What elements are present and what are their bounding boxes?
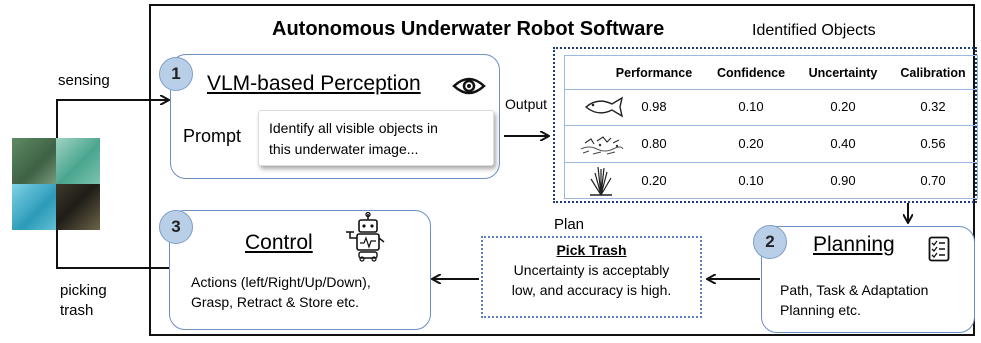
table-divider bbox=[565, 125, 977, 126]
eye-icon bbox=[452, 76, 486, 101]
control-box bbox=[169, 210, 431, 330]
output-label: Output bbox=[505, 96, 548, 112]
sensing-label: sensing bbox=[58, 72, 110, 89]
table-cell: 0.70 bbox=[920, 173, 946, 188]
table-divider bbox=[565, 89, 977, 90]
image-tile-debris bbox=[56, 184, 100, 230]
plan-heading: Pick Trash bbox=[556, 242, 627, 258]
fish-icon bbox=[582, 96, 626, 123]
objects-table bbox=[564, 55, 978, 199]
prompt-text-box: Identify all visible objects in this und… bbox=[258, 110, 494, 166]
col-header-uncertainty: Uncertainty bbox=[808, 66, 878, 80]
table-cell: 0.10 bbox=[738, 99, 764, 114]
table-cell: 0.20 bbox=[830, 99, 856, 114]
picking-trash-label: picking trash bbox=[60, 282, 107, 319]
control-text: Actions (left/Right/Up/Down), Grasp, Ret… bbox=[191, 274, 371, 310]
table-cell: 0.90 bbox=[830, 173, 856, 188]
control-heading: Control bbox=[245, 231, 313, 254]
image-tile-open-water bbox=[12, 184, 56, 230]
step-1-badge: 1 bbox=[159, 57, 193, 91]
table-cell: 0.80 bbox=[641, 136, 667, 151]
col-header-performance: Performance bbox=[615, 66, 693, 80]
table-cell: 0.56 bbox=[920, 136, 946, 151]
image-tile-water bbox=[56, 138, 100, 184]
plan-text: Uncertainty is acceptably low, and accur… bbox=[511, 262, 672, 298]
table-cell: 0.10 bbox=[738, 173, 764, 188]
image-tile-seabed bbox=[12, 138, 56, 184]
step-3-badge: 3 bbox=[159, 210, 193, 244]
identified-objects-label: Identified Objects bbox=[752, 22, 876, 39]
plan-label: Plan bbox=[554, 216, 585, 233]
seagrass-icon bbox=[586, 163, 616, 202]
step-2-badge: 2 bbox=[753, 225, 787, 259]
col-header-confidence: Confidence bbox=[716, 66, 786, 80]
prompt-label: Prompt bbox=[183, 126, 242, 146]
software-frame bbox=[149, 4, 975, 336]
checklist-icon bbox=[928, 236, 950, 267]
table-cell: 0.20 bbox=[641, 173, 667, 188]
planning-box bbox=[761, 226, 975, 333]
perception-heading: VLM-based Perception bbox=[207, 72, 421, 95]
table-cell: 0.20 bbox=[738, 136, 764, 151]
diagram-title: Autonomous Underwater Robot Software bbox=[272, 18, 665, 40]
trash-debris-icon bbox=[579, 131, 625, 162]
robot-icon bbox=[342, 211, 386, 267]
table-cell: 0.98 bbox=[641, 99, 667, 114]
planning-text: Path, Task & Adaptation Planning etc. bbox=[780, 282, 929, 318]
plan-box: Pick Trash Uncertainty is acceptably low… bbox=[481, 236, 702, 318]
planning-heading: Planning bbox=[813, 233, 895, 256]
table-divider bbox=[565, 162, 977, 163]
table-cell: 0.40 bbox=[830, 136, 856, 151]
col-header-calibration: Calibration bbox=[900, 66, 966, 80]
table-cell: 0.32 bbox=[920, 99, 946, 114]
